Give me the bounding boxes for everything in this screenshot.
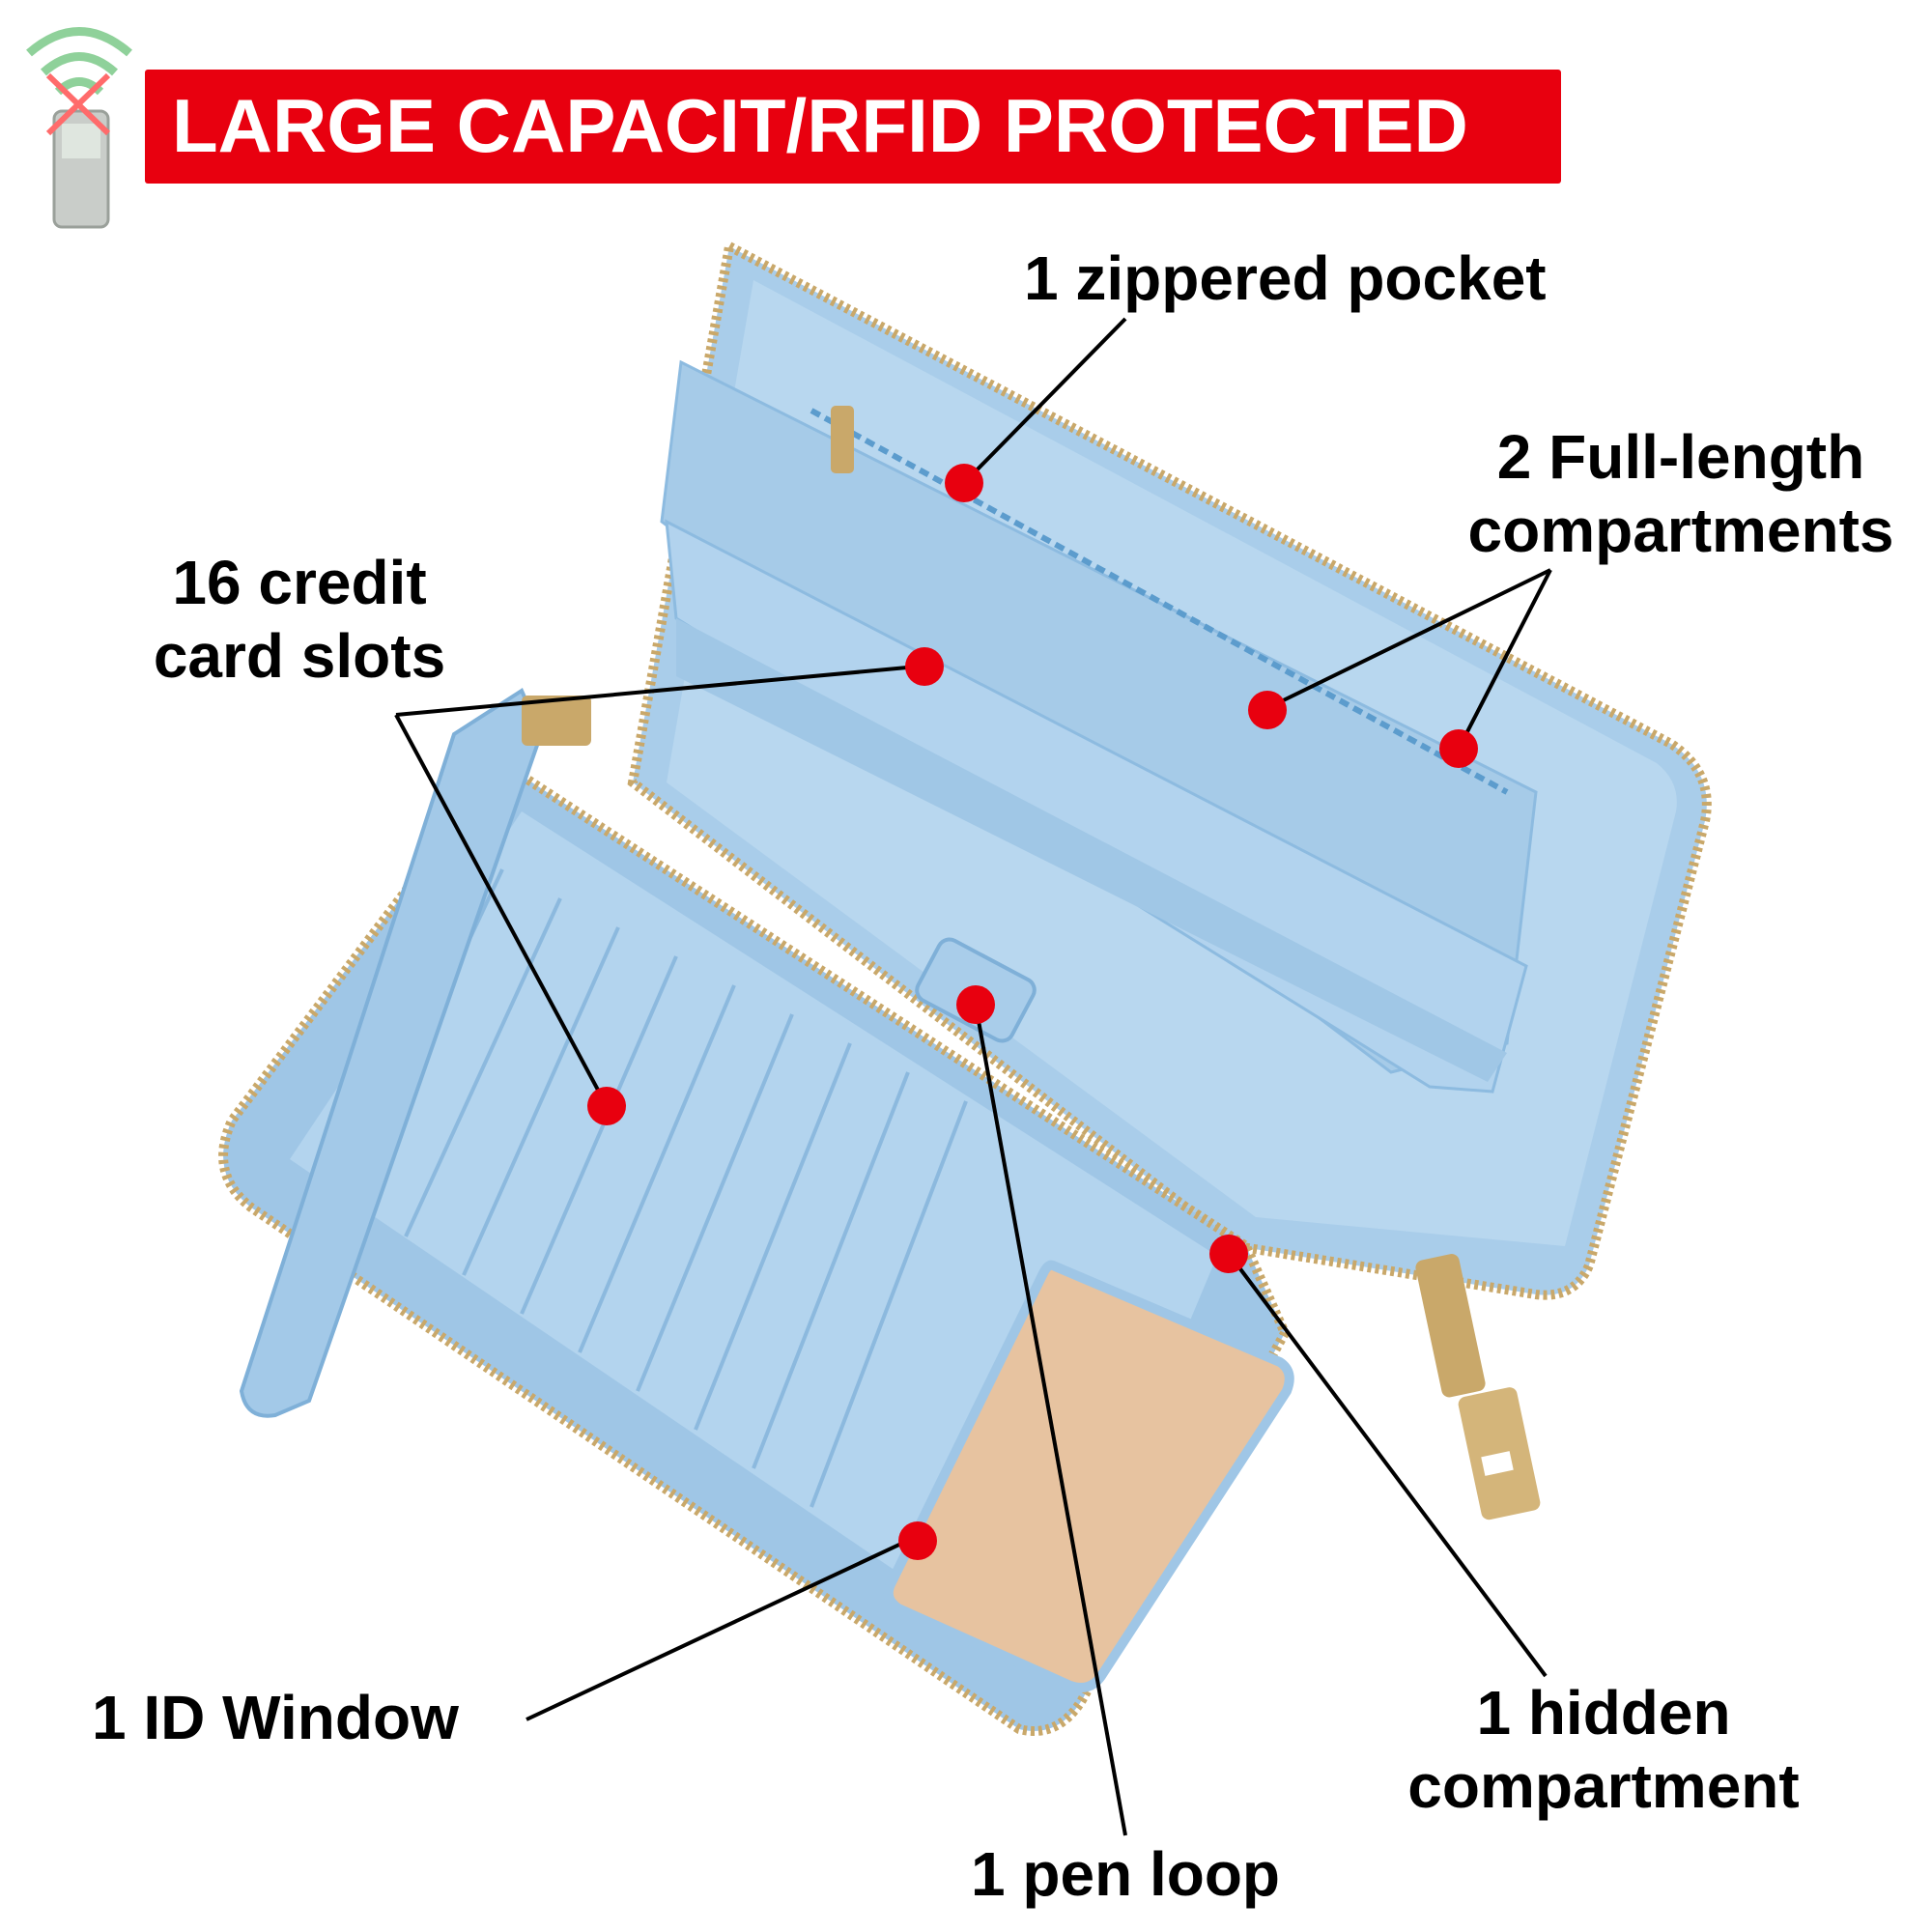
label-pen-loop: 1 pen loop — [971, 1839, 1280, 1909]
marker-zippered-pocket — [945, 464, 983, 502]
feature-banner: LARGE CAPACIT/RFID PROTECTED — [145, 70, 1561, 184]
label-id-window: 1 ID Window — [92, 1683, 459, 1752]
marker-pen-loop — [956, 985, 995, 1024]
wallet-front-panel — [218, 688, 1541, 1736]
banner-title: LARGE CAPACIT/RFID PROTECTED — [172, 83, 1468, 168]
label-full-length-compartments: 2 Full-length compartments — [1467, 422, 1894, 565]
callout-lines — [394, 317, 1552, 1836]
marker-hidden-compartment — [1209, 1235, 1248, 1273]
marker-id-window — [898, 1521, 937, 1560]
marker-full-length-2 — [1439, 729, 1478, 768]
label-zippered-pocket: 1 zippered pocket — [1024, 243, 1547, 313]
label-hidden-compartment: 1 hidden compartment — [1407, 1678, 1800, 1821]
rfid-blocked-card-reader-icon — [26, 27, 132, 229]
marker-full-length-1 — [1248, 691, 1287, 729]
label-credit-card-slots: 16 credit card slots — [153, 548, 446, 691]
id-window-shape — [883, 1260, 1294, 1692]
callout-markers — [587, 464, 1478, 1560]
marker-card-slots-lower — [587, 1087, 626, 1125]
wallet-back-panel — [627, 239, 1712, 1300]
marker-card-slots-upper — [905, 647, 944, 686]
